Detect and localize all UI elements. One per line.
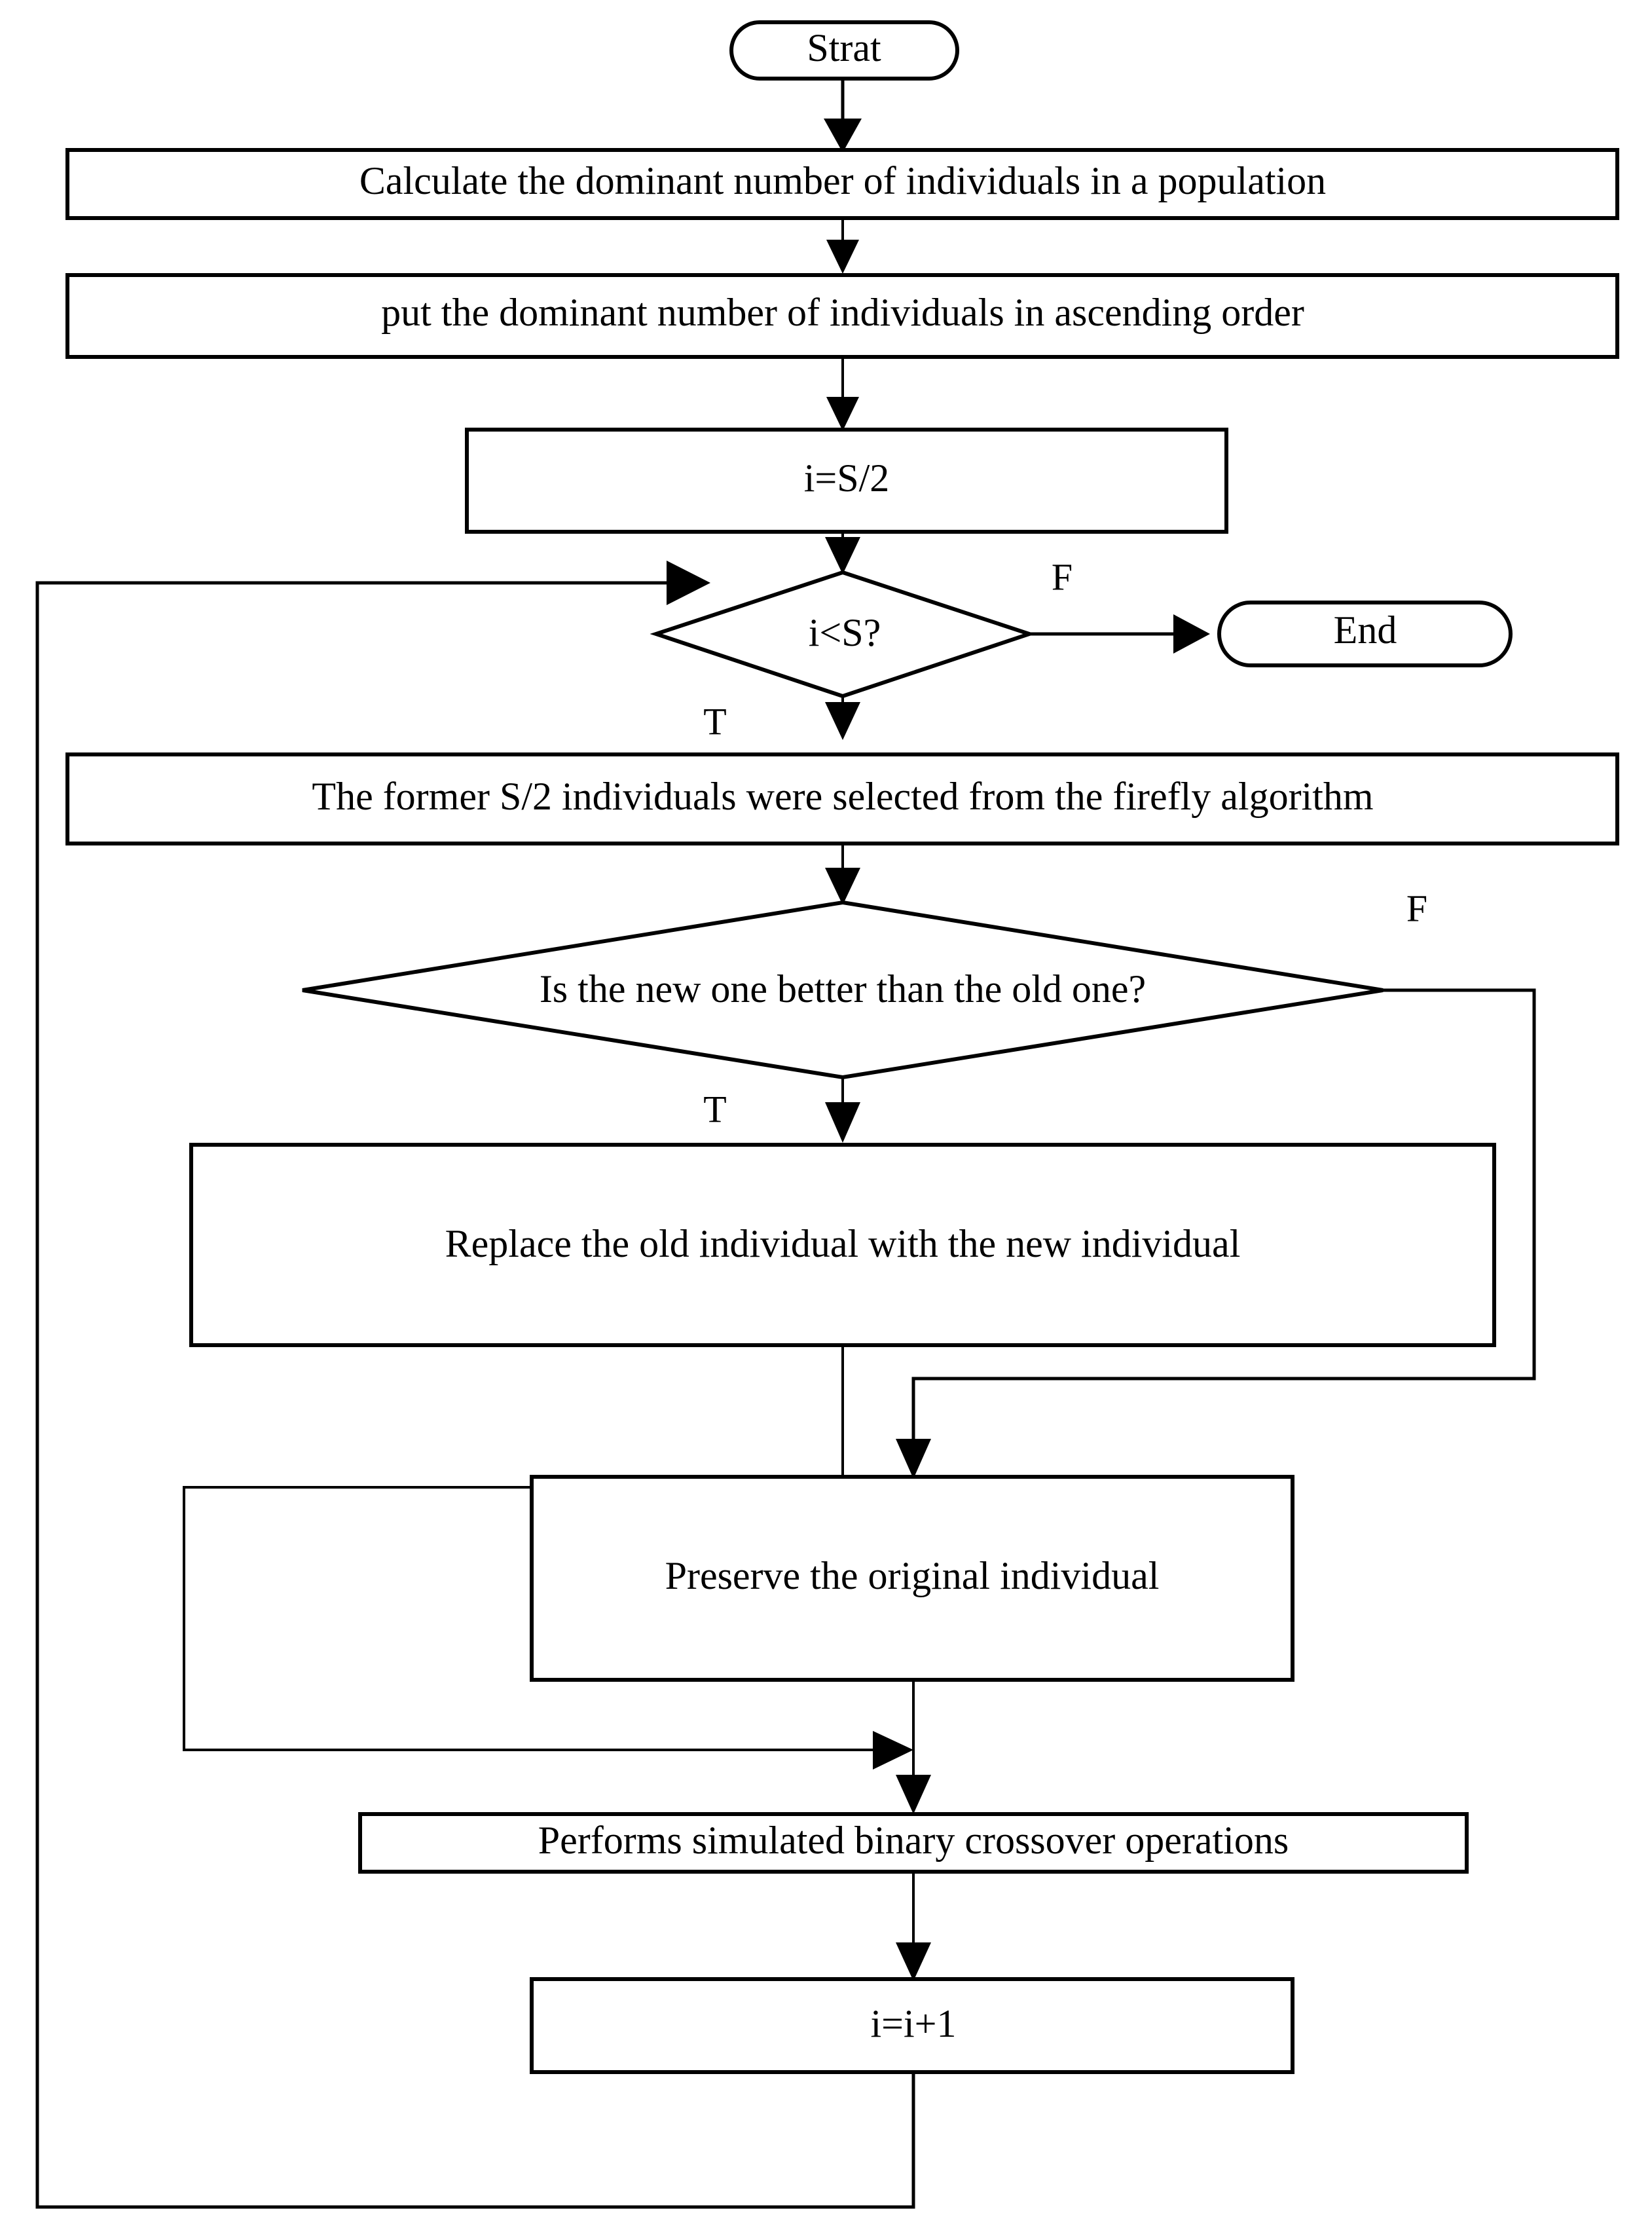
edge-increment-feedback-loop	[35, 561, 915, 2209]
node-crossover-label: Performs simulated binary crossover oper…	[538, 1819, 1289, 1862]
node-replace-label: Replace the old individual with the new …	[445, 1222, 1241, 1265]
node-better-decision-label: Is the new one better than the old one?	[540, 967, 1146, 1011]
edge-better-true-to-replace	[825, 1069, 860, 1143]
edge-replace-to-crossover	[183, 1345, 913, 1770]
edge-sort-to-init	[826, 357, 859, 431]
node-calculate-label: Calculate the dominant number of individ…	[359, 159, 1326, 202]
node-preserve[interactable]: Preserve the original individual	[530, 1475, 1294, 1682]
edge-loop-false-to-end	[1028, 614, 1210, 654]
edge-loop-true-to-firefly	[825, 694, 860, 740]
edge-label-better-true: T	[703, 1088, 726, 1130]
node-init-label: i=S/2	[804, 456, 890, 500]
node-crossover[interactable]: Performs simulated binary crossover oper…	[358, 1812, 1469, 1874]
node-increment-label: i=i+1	[870, 2002, 956, 2045]
node-end-label: End	[1334, 608, 1397, 652]
edge-label-loop-true: T	[703, 700, 726, 743]
edge-label-loop-false: F	[1052, 555, 1073, 598]
node-loop-decision[interactable]: i<S?	[650, 570, 1036, 699]
edge-init-to-loop-decision	[825, 532, 860, 574]
node-start[interactable]: Strat	[729, 20, 959, 81]
node-firefly[interactable]: The former S/2 individuals were selected…	[65, 752, 1619, 845]
node-sort-label: put the dominant number of individuals i…	[381, 291, 1304, 334]
edge-calculate-to-sort	[826, 219, 859, 274]
node-replace[interactable]: Replace the old individual with the new …	[189, 1143, 1496, 1347]
node-preserve-label: Preserve the original individual	[665, 1554, 1160, 1597]
node-init[interactable]: i=S/2	[465, 428, 1228, 534]
node-loop-decision-label: i<S?	[809, 611, 881, 654]
edge-start-to-calculate	[824, 77, 862, 153]
edge-better-false-to-preserve	[896, 988, 1536, 1479]
node-increment[interactable]: i=i+1	[530, 1977, 1294, 2074]
edge-firefly-to-better-decision	[825, 844, 860, 905]
node-start-label: Strat	[807, 26, 881, 69]
node-better-decision[interactable]: Is the new one better than the old one?	[302, 900, 1384, 1080]
edge-label-better-false: F	[1406, 887, 1427, 929]
node-firefly-label: The former S/2 individuals were selected…	[312, 775, 1373, 818]
edge-crossover-to-increment	[896, 1872, 931, 1981]
node-sort[interactable]: put the dominant number of individuals i…	[65, 273, 1619, 359]
node-calculate[interactable]: Calculate the dominant number of individ…	[65, 148, 1619, 220]
edge-preserve-to-crossover	[896, 1680, 931, 1814]
node-end[interactable]: End	[1217, 601, 1513, 667]
